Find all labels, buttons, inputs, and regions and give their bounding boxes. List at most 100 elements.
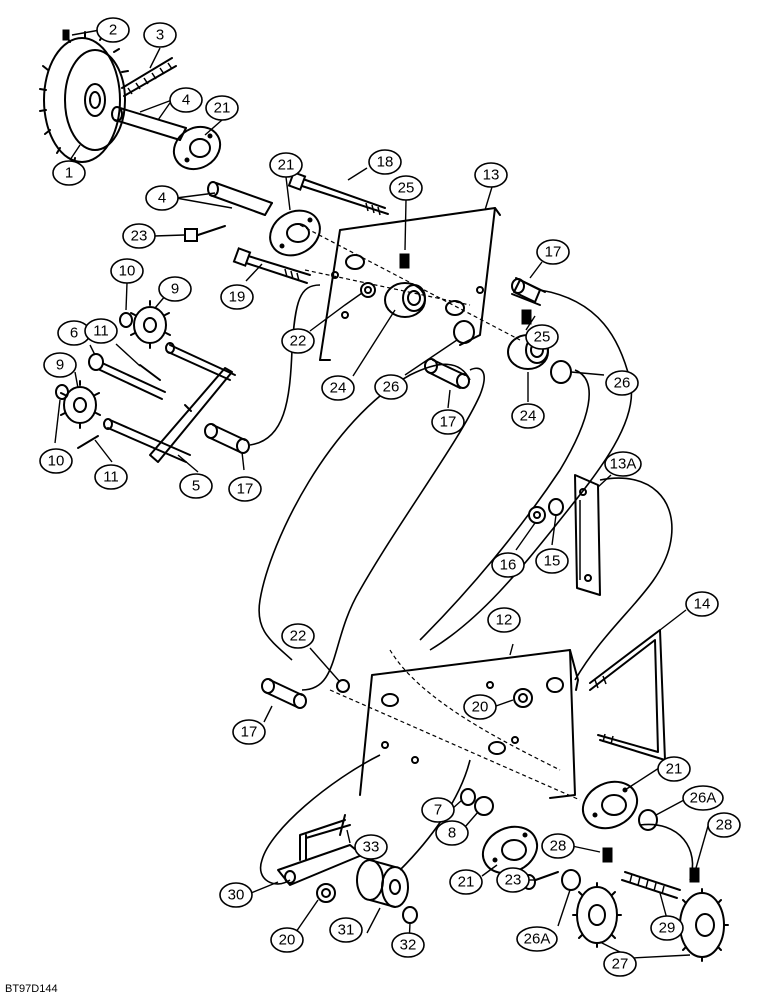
callout-label: 17 bbox=[241, 724, 258, 741]
callout-label: 17 bbox=[440, 414, 457, 431]
leader-lines bbox=[54, 29, 709, 959]
callout: 22 bbox=[281, 328, 315, 354]
washer bbox=[460, 788, 476, 806]
callout: 22 bbox=[281, 623, 315, 649]
callout-label: 17 bbox=[545, 244, 562, 261]
callout-label: 5 bbox=[192, 478, 200, 495]
adjuster-plate bbox=[574, 474, 601, 596]
callout-label: 8 bbox=[448, 825, 456, 842]
callout-label: 28 bbox=[716, 817, 733, 834]
set-screw bbox=[689, 867, 700, 883]
callout: 19 bbox=[220, 284, 254, 310]
callout-label: 28 bbox=[550, 838, 567, 855]
callout-label: 3 bbox=[156, 27, 164, 44]
callout: 27 bbox=[603, 951, 637, 977]
callout: 16 bbox=[491, 552, 525, 578]
callout-label: 17 bbox=[237, 481, 254, 498]
callout: 4 bbox=[145, 185, 179, 211]
figure-code: BT97D144 bbox=[5, 983, 58, 995]
callout: 11 bbox=[94, 464, 128, 490]
callout-label: 18 bbox=[377, 154, 394, 171]
callout: 17 bbox=[228, 476, 262, 502]
nut bbox=[336, 679, 350, 693]
callout: 20 bbox=[463, 694, 497, 720]
callout: 28 bbox=[707, 812, 741, 838]
callout-label: 9 bbox=[171, 281, 179, 298]
callout: 3 bbox=[143, 22, 177, 48]
nut bbox=[316, 883, 336, 903]
callout-label: 20 bbox=[472, 699, 489, 716]
callout-label: 16 bbox=[500, 557, 517, 574]
spacer-washer bbox=[453, 320, 475, 344]
callout: 26A bbox=[682, 785, 724, 811]
set-screw bbox=[399, 253, 410, 269]
callout-label: 23 bbox=[131, 228, 148, 245]
callouts: 1 2 3 4 4 21 21 18 13 25 23 17 10 9 19 2… bbox=[39, 17, 741, 977]
u-bolt bbox=[589, 629, 666, 761]
callout: 18 bbox=[368, 149, 402, 175]
washer bbox=[548, 498, 564, 516]
callout-label: 11 bbox=[93, 323, 109, 340]
callout: 26 bbox=[605, 370, 639, 396]
callout: 13 bbox=[474, 162, 508, 188]
callout: 20 bbox=[270, 927, 304, 953]
callout-label: 4 bbox=[182, 92, 190, 109]
nut bbox=[360, 282, 376, 298]
callout: 12 bbox=[487, 607, 521, 633]
washer bbox=[402, 906, 418, 924]
callout-label: 21 bbox=[458, 874, 475, 891]
callout: 17 bbox=[431, 409, 465, 435]
spacer-washer bbox=[561, 869, 581, 891]
callout-label: 10 bbox=[48, 453, 65, 470]
callout-label: 24 bbox=[330, 380, 347, 397]
callout: 10 bbox=[39, 448, 73, 474]
idler-roller bbox=[356, 859, 409, 908]
callout: 26 bbox=[374, 374, 408, 400]
callout: 17 bbox=[232, 719, 266, 745]
callout-label: 12 bbox=[496, 612, 513, 629]
callout: 8 bbox=[435, 820, 469, 846]
set-screw bbox=[521, 309, 532, 325]
spacer-washer bbox=[550, 360, 572, 384]
callout-label: 22 bbox=[290, 333, 307, 350]
callout: 25 bbox=[525, 324, 559, 350]
callout: 5 bbox=[179, 473, 213, 499]
bolt bbox=[287, 171, 389, 216]
callout-label: 7 bbox=[434, 802, 442, 819]
callout: 10 bbox=[110, 258, 144, 284]
flange-bearing bbox=[269, 209, 321, 257]
callout-label: 9 bbox=[56, 357, 64, 374]
spacer-tube bbox=[261, 678, 307, 709]
idler-bracket bbox=[277, 819, 363, 886]
callout-label: 14 bbox=[694, 596, 711, 613]
callout: 24 bbox=[511, 403, 545, 429]
shaft bbox=[111, 106, 187, 141]
bolt bbox=[88, 353, 166, 400]
callout-label: 21 bbox=[214, 100, 231, 117]
callout-label: 26 bbox=[383, 379, 400, 396]
callout-label: 25 bbox=[534, 329, 551, 346]
chain-segment bbox=[621, 871, 681, 899]
callout-label: 26A bbox=[524, 931, 551, 948]
callout: 26A bbox=[516, 926, 558, 952]
drive-sprocket bbox=[572, 882, 622, 948]
callout: 9 bbox=[43, 352, 77, 378]
callout-label: 33 bbox=[363, 839, 380, 856]
callout-label: 4 bbox=[158, 190, 166, 207]
spacer-tube bbox=[511, 277, 546, 306]
callout: 17 bbox=[536, 239, 570, 265]
callout-label: 23 bbox=[505, 872, 522, 889]
callout-label: 15 bbox=[544, 553, 561, 570]
flange-bearing bbox=[581, 780, 639, 830]
callout: 21 bbox=[449, 869, 483, 895]
set-screw bbox=[602, 847, 613, 863]
callout: 32 bbox=[391, 932, 425, 958]
double-sprocket bbox=[39, 29, 129, 165]
shaft bbox=[207, 181, 273, 216]
callout-label: 20 bbox=[279, 932, 296, 949]
cotter-pin bbox=[139, 364, 161, 381]
callout: 15 bbox=[535, 548, 569, 574]
idler-arm bbox=[103, 342, 236, 463]
bolt bbox=[232, 247, 311, 284]
